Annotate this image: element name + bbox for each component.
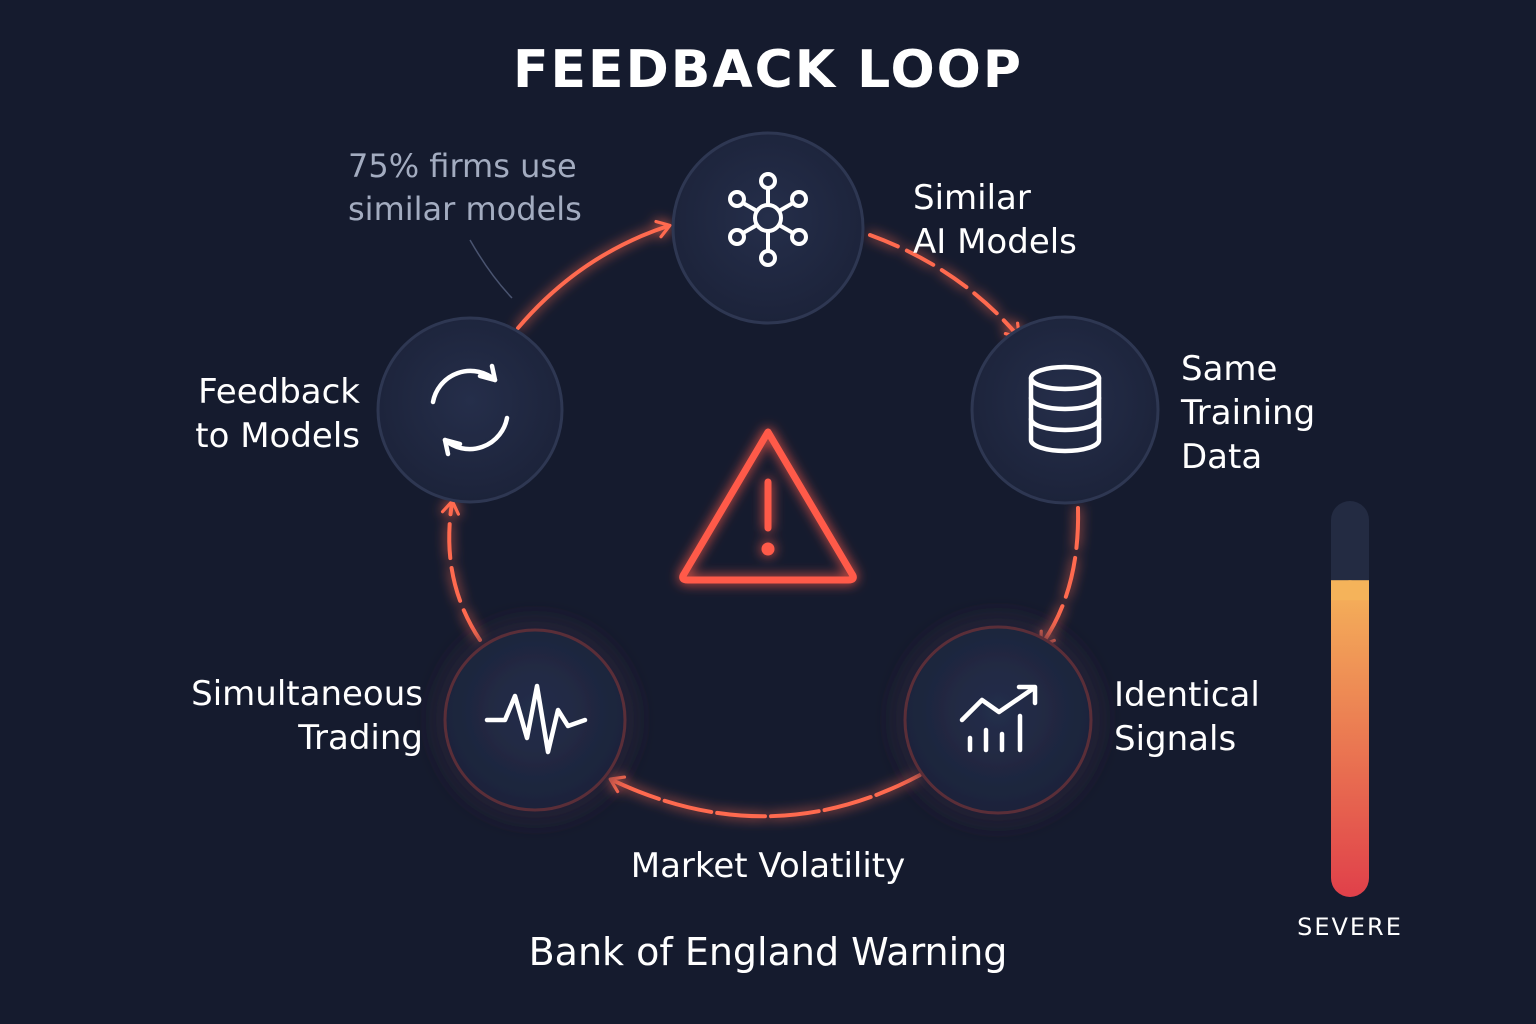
trend-up-chart-icon <box>959 684 1038 753</box>
annotation-firms-share: 75% firms use similar models <box>348 145 648 231</box>
label-line: Same <box>1181 349 1278 389</box>
severity-meter-fill <box>1331 580 1369 897</box>
arrow-similar-to-training <box>868 233 1021 340</box>
severity-label: SEVERE <box>1297 913 1403 941</box>
node-feedback-to-models <box>376 316 564 504</box>
pulse-icon <box>484 683 588 755</box>
label-feedback-to-models: Feedback to Models <box>120 370 360 458</box>
network-icon <box>728 172 808 267</box>
label-same-training-data: Same Training Data <box>1181 347 1315 479</box>
caption-bank-of-england-warning: Bank of England Warning <box>528 930 1008 974</box>
label-line: Data <box>1181 437 1263 477</box>
warning-triangle-icon <box>679 428 857 584</box>
node-identical-signals <box>903 625 1093 815</box>
label-line: Training <box>1181 393 1316 433</box>
label-line: Simultaneous <box>191 674 423 714</box>
diagram-title: FEEDBACK LOOP <box>513 40 1023 100</box>
edge-label-market-volatility: Market Volatility <box>630 846 906 886</box>
database-icon <box>1028 364 1102 454</box>
label-similar-ai-models: Similar AI Models <box>913 176 1077 264</box>
label-line: Feedback <box>198 372 360 412</box>
severity-meter-fill-top <box>1331 580 1369 601</box>
annotation-line-1: 75% firms use <box>348 147 577 185</box>
node-similar-ai-models <box>671 131 865 325</box>
node-simultaneous-trading <box>443 628 627 812</box>
arrow-feedback-to-similar <box>516 219 672 330</box>
loop-arrows <box>440 219 1081 819</box>
annotation-leader-line <box>469 239 513 299</box>
label-line: Similar <box>913 178 1031 218</box>
refresh-cycle-icon <box>430 363 510 457</box>
arrow-signals-to-trading <box>608 773 922 819</box>
annotation-line-2: similar models <box>348 190 582 228</box>
severity-meter <box>1331 501 1369 897</box>
label-identical-signals: Identical Signals <box>1114 673 1260 761</box>
arrow-trading-to-feedback <box>440 499 482 642</box>
label-line: to Models <box>195 416 360 456</box>
arrow-training-to-signals <box>1039 506 1081 648</box>
label-line: Trading <box>298 718 423 758</box>
label-simultaneous-trading: Simultaneous Trading <box>130 672 423 760</box>
label-line: Signals <box>1114 719 1237 759</box>
label-line: AI Models <box>913 222 1077 262</box>
label-line: Identical <box>1114 675 1260 715</box>
node-same-training-data <box>970 315 1160 505</box>
